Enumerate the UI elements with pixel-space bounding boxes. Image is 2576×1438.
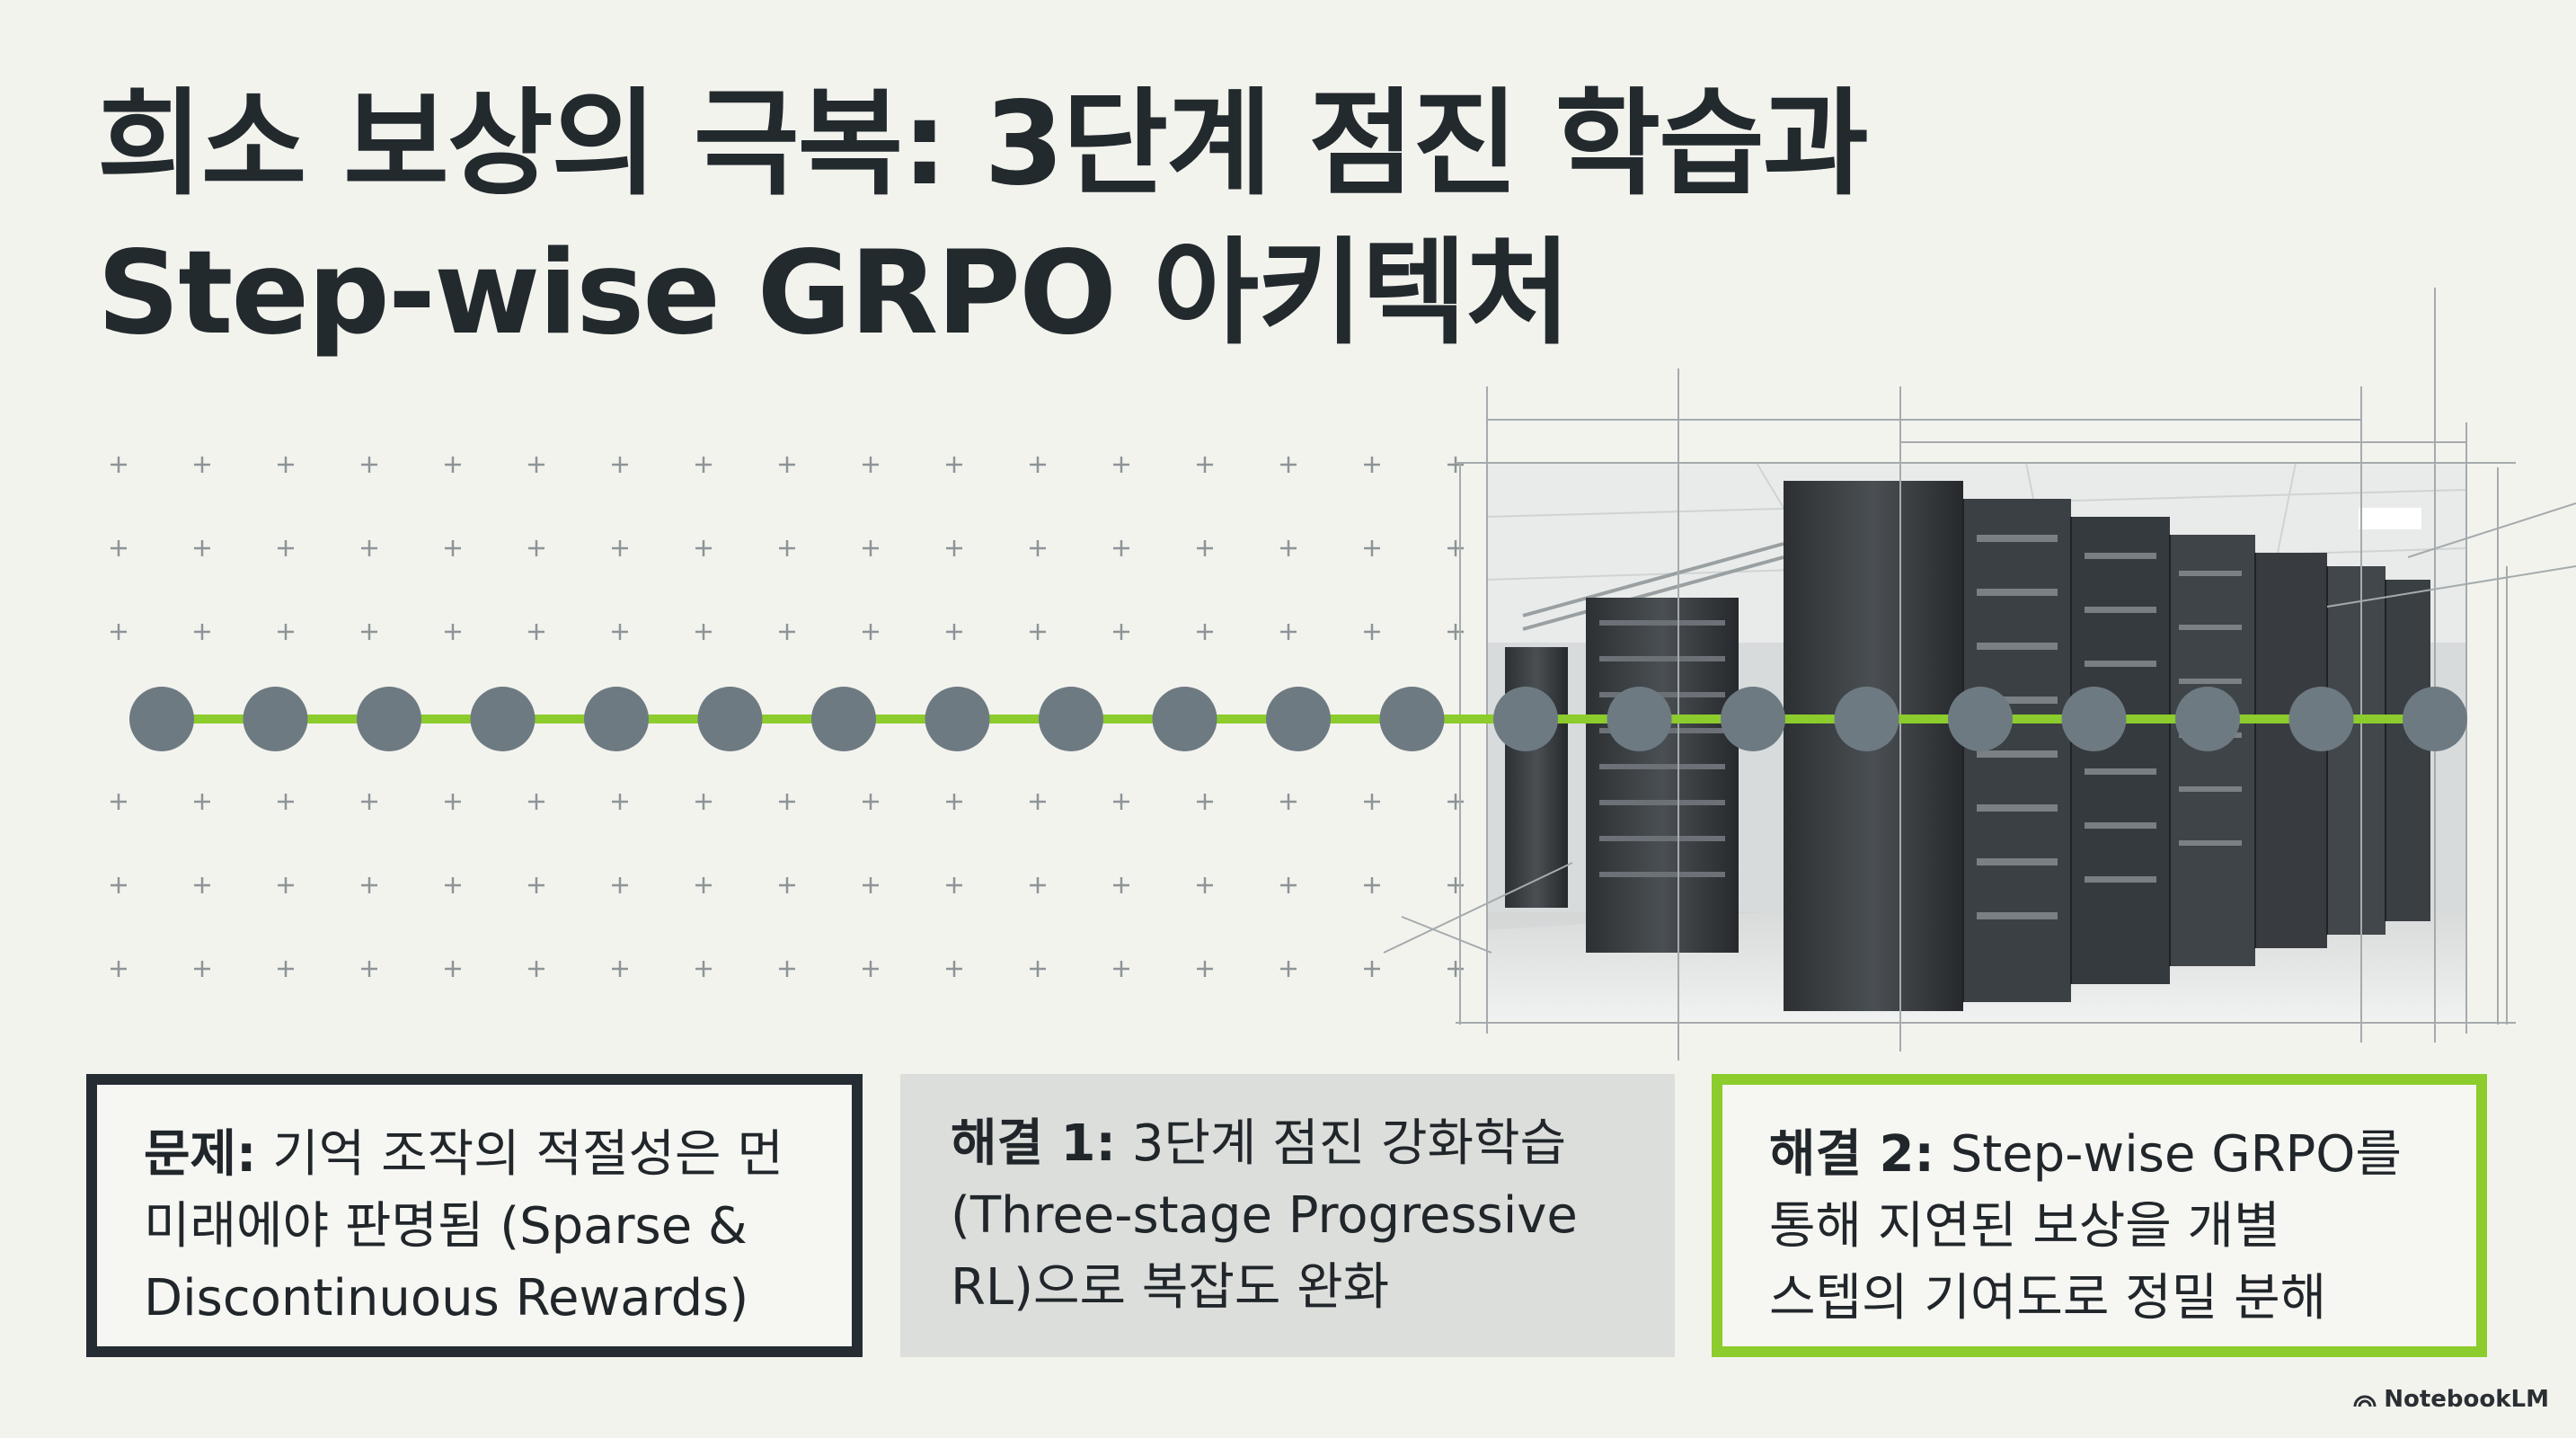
timeline-node (1948, 687, 2013, 751)
timeline-node (2288, 687, 2354, 751)
plus-grid (111, 457, 1464, 977)
timeline-node (1493, 687, 1558, 751)
solution-2-lead: 해결 2: (1769, 1125, 1934, 1184)
dimension-lines (1383, 288, 2576, 1061)
timeline-node (811, 687, 876, 751)
timeline-node (2403, 687, 2467, 751)
timeline-node (697, 687, 763, 751)
solution-2-card: 해결 2: Step-wise GRPO를 통해 지연된 보상을 개별 스텝의 … (1712, 1074, 2487, 1357)
watermark-text: NotebookLM (2384, 1386, 2549, 1413)
timeline-node (2175, 687, 2240, 751)
timeline-node (1379, 687, 1445, 751)
problem-card: 문제: 기억 조작의 적절성은 먼 미래에야 판명됨 (Sparse & Dis… (86, 1074, 863, 1357)
timeline-node (357, 687, 421, 751)
solution-1-lead: 해결 1: (951, 1114, 1116, 1173)
solution-1-card: 해결 1: 3단계 점진 강화학습 (Three-stage Progressi… (900, 1074, 1675, 1357)
title-line-1: 희소 보상의 극복: 3단계 점진 학습과 (97, 77, 1869, 211)
timeline-node (2061, 687, 2127, 751)
timeline-node (925, 687, 990, 751)
timeline-node (129, 687, 194, 751)
timeline-node (1607, 687, 1672, 751)
title-line-2: Step-wise GRPO 아키텍처 (97, 226, 1571, 360)
timeline-node (470, 687, 536, 751)
problem-lead: 문제: (144, 1125, 257, 1184)
notebooklm-logo-icon (2353, 1395, 2377, 1407)
timeline-node (1721, 687, 1785, 751)
timeline-node (1039, 687, 1103, 751)
timeline-node (243, 687, 308, 751)
timeline-node (584, 687, 649, 751)
notebooklm-watermark: NotebookLM (2353, 1386, 2549, 1413)
timeline-node (1266, 687, 1331, 751)
timeline-nodes (129, 687, 2467, 751)
timeline-node (1834, 687, 1899, 751)
slide-title: 희소 보상의 극복: 3단계 점진 학습과 Step-wise GRPO 아키텍… (97, 70, 2343, 368)
timeline-node (1152, 687, 1217, 751)
